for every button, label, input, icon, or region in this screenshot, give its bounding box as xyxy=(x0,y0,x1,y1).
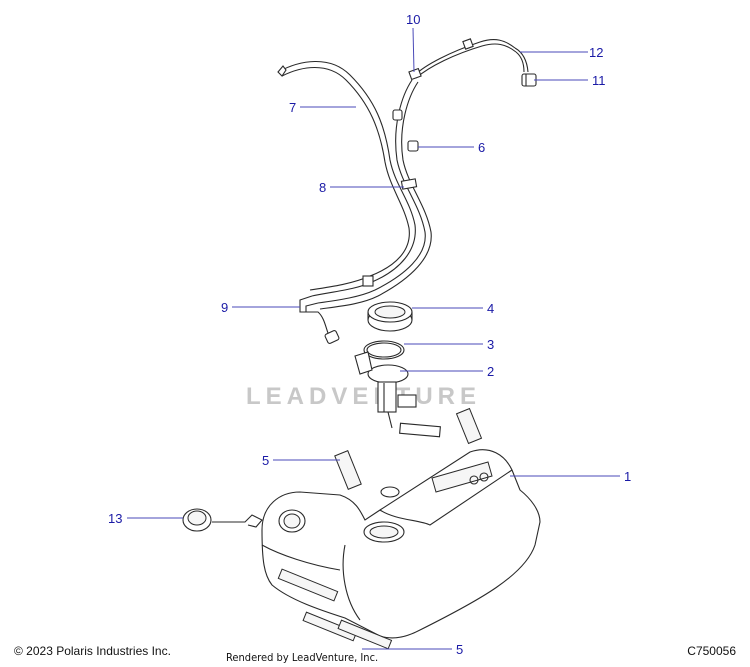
callout-8[interactable]: 8 xyxy=(319,180,326,195)
hose-clip-10 xyxy=(408,38,474,81)
valve-6 xyxy=(392,109,419,152)
callout-7[interactable]: 7 xyxy=(289,100,296,115)
fuel-cap-13 xyxy=(182,508,263,532)
hose-clip-8 xyxy=(362,178,418,287)
gasket-3 xyxy=(363,340,405,360)
callout-9[interactable]: 9 xyxy=(221,300,228,315)
callout-2[interactable]: 2 xyxy=(487,364,494,379)
callout-1[interactable]: 1 xyxy=(624,469,631,484)
copyright-text: © 2023 Polaris Industries Inc. xyxy=(14,644,171,658)
hose-connector-9 xyxy=(299,295,340,344)
callout-11[interactable]: 11 xyxy=(592,73,606,88)
callout-6[interactable]: 6 xyxy=(478,140,485,155)
callout-5-top[interactable]: 5 xyxy=(262,453,269,468)
leader-lines xyxy=(127,27,620,650)
tank-pads-5 xyxy=(277,407,483,650)
callout-5-bottom[interactable]: 5 xyxy=(456,642,463,657)
watermark: LEADVENTURE xyxy=(246,383,481,410)
vent-hose-assembly xyxy=(277,39,529,310)
callout-4[interactable]: 4 xyxy=(487,301,494,316)
callout-13[interactable]: 13 xyxy=(108,511,122,526)
fitting-11 xyxy=(521,73,537,87)
rendered-by-text: Rendered by LeadVenture, Inc. xyxy=(226,651,379,664)
diagram-id: C750056 xyxy=(687,644,736,658)
callout-10[interactable]: 10 xyxy=(406,12,420,27)
callout-12[interactable]: 12 xyxy=(589,45,603,60)
callout-3[interactable]: 3 xyxy=(487,337,494,352)
fuel-tank-1 xyxy=(261,449,541,639)
fuel-pump-2 xyxy=(354,351,441,438)
lock-ring-4 xyxy=(367,301,413,332)
